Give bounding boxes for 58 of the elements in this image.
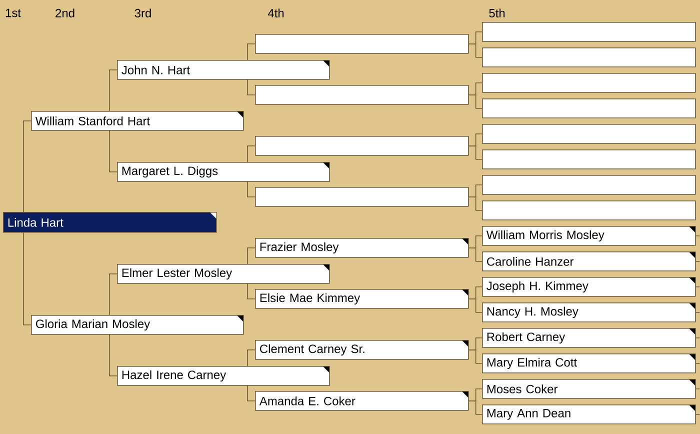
- blank-box: [255, 85, 469, 105]
- connector-line: [109, 70, 118, 112]
- name-box: Robert Carney: [482, 328, 696, 348]
- name-box: Mary Elmira Cott: [482, 354, 696, 374]
- connector-line: [109, 130, 118, 172]
- generation-label: 5th: [489, 8, 505, 18]
- blank-box: [255, 187, 469, 207]
- name-box: Amanda E. Coker: [255, 391, 469, 411]
- connector-line: [247, 283, 256, 300]
- name-box: Mary Ann Dean: [482, 404, 696, 424]
- generation-label: 2nd: [56, 8, 74, 18]
- name-box: Gloria Marian Mosley: [31, 315, 244, 335]
- name-box: William Stanford Hart: [31, 111, 244, 131]
- connector-line: [247, 181, 256, 198]
- connector-line: [247, 79, 256, 96]
- generation-label: 3rd: [134, 8, 151, 18]
- connector-line: [23, 232, 32, 326]
- name-box: Caroline Hanzer: [482, 252, 696, 272]
- connector-line: [23, 120, 32, 212]
- blank-box: [482, 150, 696, 170]
- blank-box: [482, 73, 696, 93]
- blank-box: [482, 98, 696, 118]
- blank-box: [482, 22, 696, 42]
- connector-line: [247, 146, 256, 162]
- blank-box: [482, 124, 696, 144]
- connector-line: [109, 334, 118, 376]
- blank-box: [482, 175, 696, 195]
- name-box: William Morris Mosley: [482, 226, 696, 246]
- name-box: Clement Carney Sr.: [255, 340, 469, 360]
- name-box: Elsie Mae Kimmey: [255, 289, 469, 309]
- blank-box: [255, 136, 469, 156]
- name-box: Frazier Mosley: [255, 238, 469, 258]
- generation-label: 4th: [268, 8, 284, 18]
- name-box: Moses Coker: [482, 379, 696, 399]
- connector-line: [109, 274, 118, 316]
- name-box: Hazel Irene Carney: [117, 366, 330, 386]
- blank-box: [482, 200, 696, 220]
- connector-line: [468, 94, 482, 109]
- name-box: John N. Hart: [117, 60, 330, 80]
- connector-line: [247, 350, 256, 366]
- name-box: Elmer Lester Mosley: [117, 264, 330, 284]
- connector-line: [247, 385, 256, 402]
- name-box: Joseph H. Kimmey: [482, 277, 696, 297]
- connector-line: [468, 350, 482, 364]
- connector-line: [468, 146, 482, 160]
- connector-line: [247, 248, 256, 264]
- name-box: Nancy H. Mosley: [482, 302, 696, 322]
- blank-box: [482, 48, 696, 68]
- blank-box: [255, 34, 469, 54]
- connector-line: [468, 196, 482, 211]
- name-box: Linda Hart: [3, 212, 217, 233]
- connector-line: [468, 248, 482, 262]
- connector-line: [468, 400, 482, 415]
- generation-label: 1st: [6, 8, 21, 18]
- connector-line: [247, 44, 256, 60]
- name-box: Margaret L. Diggs: [117, 162, 330, 182]
- connector-line: [468, 44, 482, 58]
- connector-line: [468, 298, 482, 313]
